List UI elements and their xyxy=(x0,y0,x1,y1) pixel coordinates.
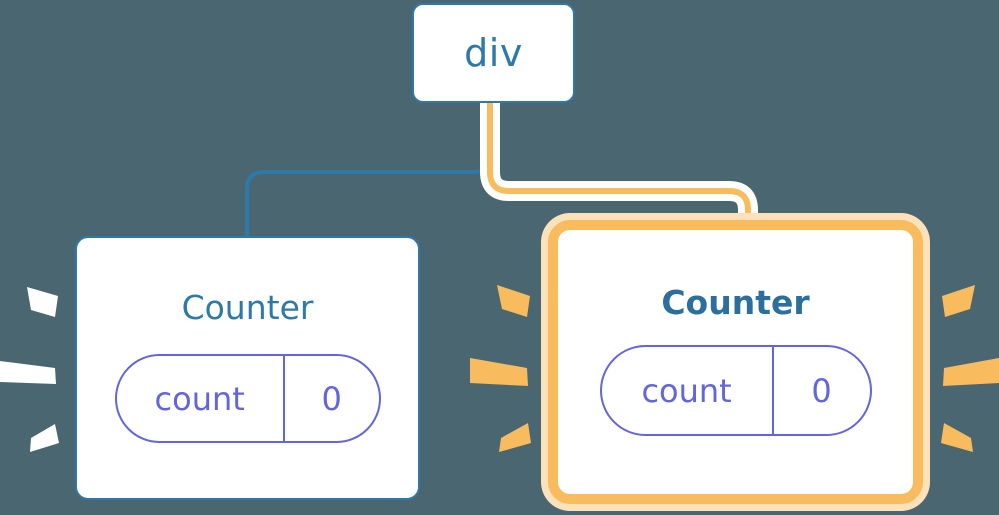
state-pill-value: 0 xyxy=(282,356,379,441)
sparkle-ray-icon xyxy=(27,287,58,317)
node-div[interactable]: div xyxy=(412,3,575,103)
state-pill-key: count xyxy=(154,379,245,418)
node-counter-left[interactable]: Counter count 0 xyxy=(75,236,420,500)
sparkle-ray-icon xyxy=(941,423,973,452)
node-counter-left-title: Counter xyxy=(181,288,314,327)
node-counter-right[interactable]: Counter count 0 xyxy=(548,220,923,504)
node-div-label: div xyxy=(464,31,523,75)
sparkle-ray-icon xyxy=(943,358,999,386)
state-pill-counter-right[interactable]: count 0 xyxy=(599,345,872,436)
node-counter-right-title: Counter xyxy=(661,283,810,322)
sparkle-ray-icon xyxy=(497,285,530,317)
state-pill-counter-left[interactable]: count 0 xyxy=(114,354,381,443)
sparkle-ray-icon xyxy=(470,358,528,386)
sparkle-ray-icon xyxy=(942,285,975,317)
burst-right-card-right xyxy=(941,285,999,452)
state-pill-key: count xyxy=(641,371,732,410)
burst-left-card-left xyxy=(0,287,59,452)
sparkle-ray-icon xyxy=(499,423,531,452)
sparkle-ray-icon xyxy=(30,424,59,452)
state-pill-value: 0 xyxy=(771,347,870,434)
connector-root-to-right xyxy=(487,98,751,232)
sparkle-ray-icon xyxy=(0,361,56,384)
burst-right-card-left xyxy=(470,285,531,452)
